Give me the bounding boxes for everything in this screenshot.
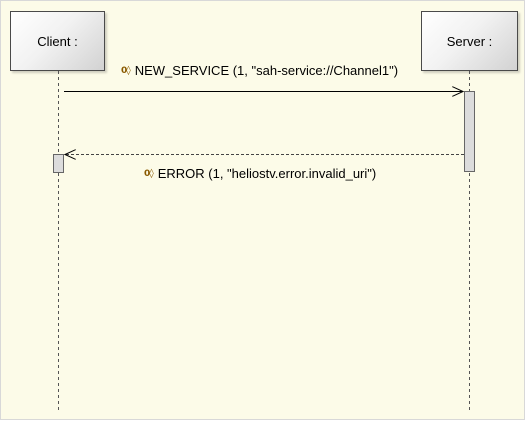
message-icon: 0◊: [121, 65, 131, 76]
client-lifeline-head[interactable]: Client :: [10, 11, 105, 71]
client-lifeline-label: Client :: [37, 33, 78, 49]
message-icon: 0◊: [144, 168, 154, 179]
new-service-message-label[interactable]: 0◊ NEW_SERVICE (1, "sah-service://Channe…: [121, 63, 398, 78]
server-lifeline-head[interactable]: Server :: [421, 11, 518, 71]
client-activation-bar[interactable]: [53, 154, 64, 173]
error-message-label[interactable]: 0◊ ERROR (1, "heliostv.error.invalid_uri…: [144, 166, 376, 181]
new-service-message-text: NEW_SERVICE (1, "sah-service://Channel1"…: [134, 63, 399, 78]
server-lifeline-label: Server :: [446, 33, 493, 49]
error-message-text: ERROR (1, "heliostv.error.invalid_uri"): [157, 166, 377, 181]
server-activation-bar[interactable]: [464, 91, 475, 172]
